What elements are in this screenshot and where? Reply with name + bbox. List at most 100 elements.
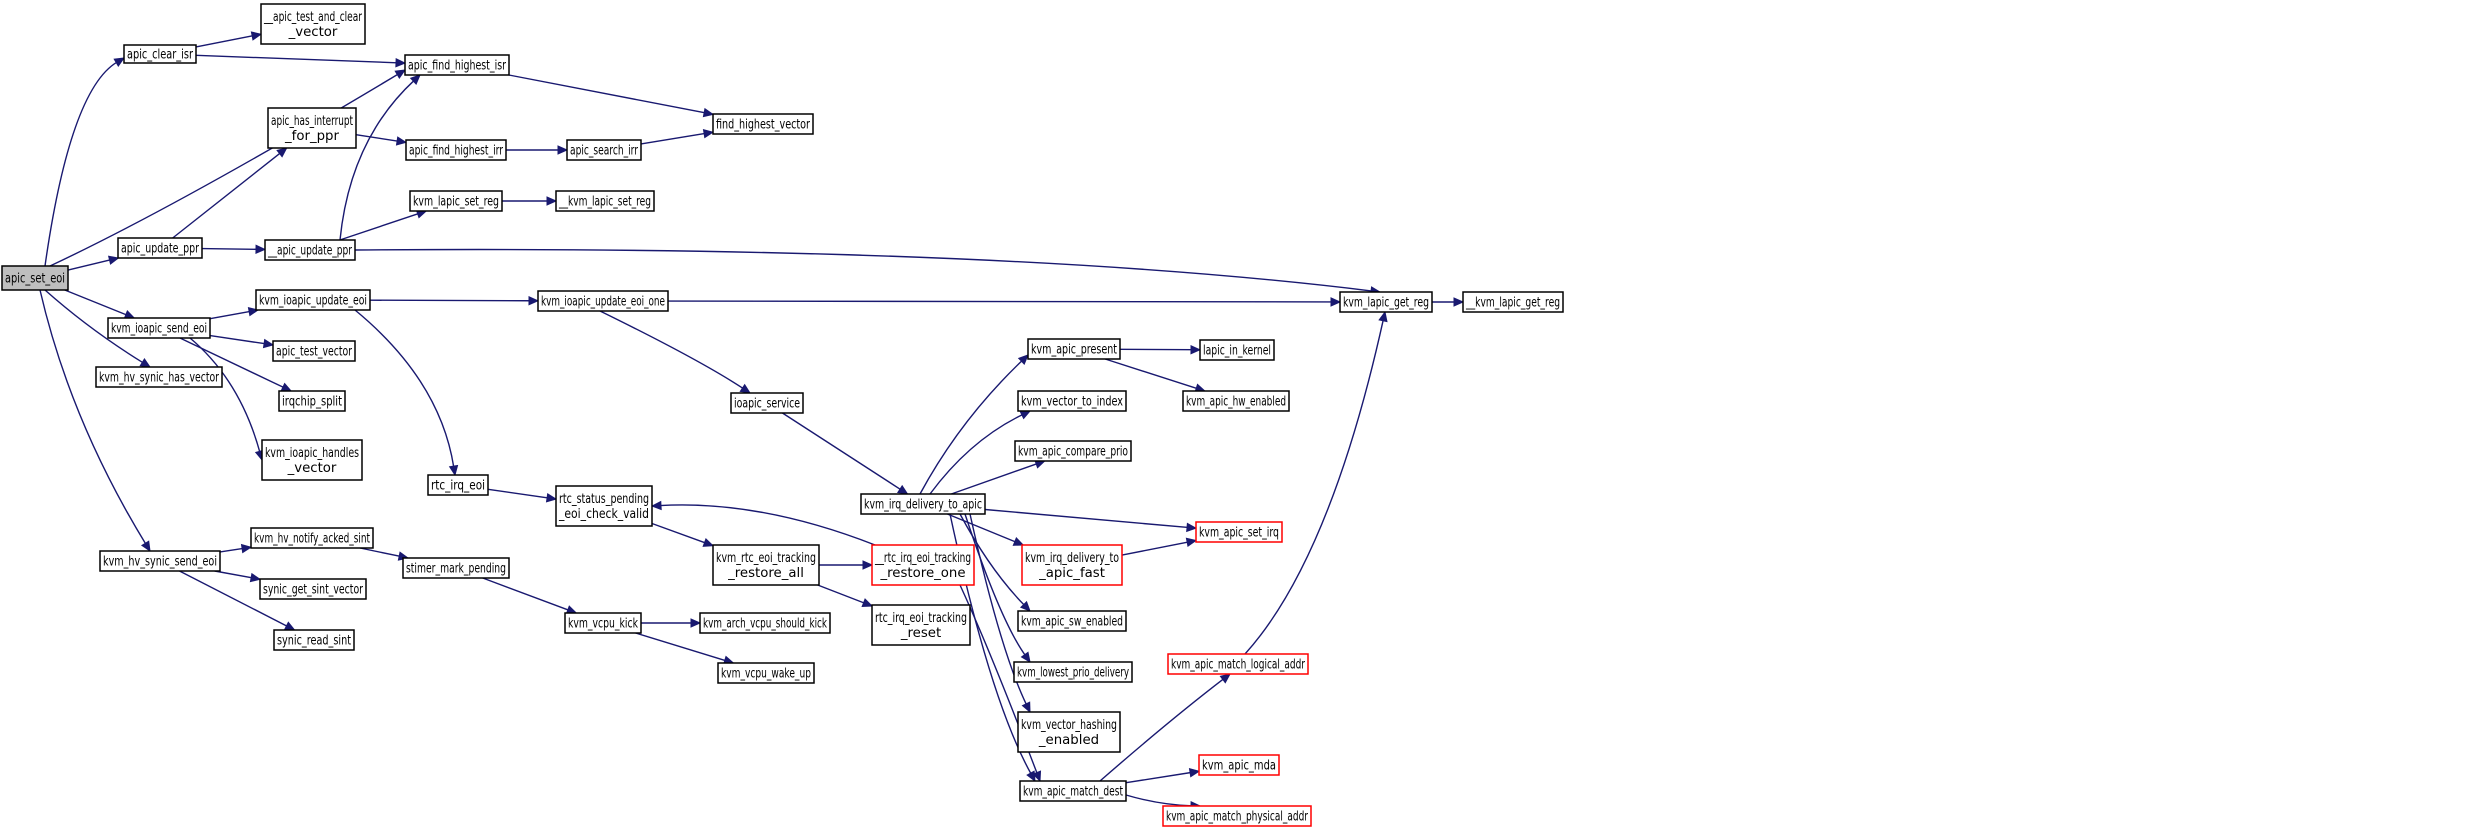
edge-kvm_irq_delivery_to_apic-to-kvm_apic_compare_prio <box>951 459 1046 495</box>
arrow-head-icon <box>1330 297 1342 307</box>
node-box <box>730 392 804 414</box>
edge-apic_set_eoi-to-apic_update_ppr <box>67 255 120 271</box>
node-apic-find-highest-irr[interactable]: apic_find_highest_irr <box>405 139 507 161</box>
node-apic-test-and-clear-vector[interactable]: __apic_test_and_clear_vector <box>260 3 366 45</box>
node-kvm-lapic-set-reg[interactable]: kvm_lapic_set_reg <box>409 190 503 212</box>
node-kvm-lapic-set-reg[interactable]: __kvm_lapic_set_reg <box>555 190 655 212</box>
arrow-head-icon <box>1017 354 1029 366</box>
arrow-head-icon <box>1188 768 1201 778</box>
arrow-head-icon <box>1021 701 1031 714</box>
node-label: irqchip_split <box>282 395 342 410</box>
node-kvm-ioapic-send-eoi[interactable]: kvm_ioapic_send_eoi <box>107 317 211 339</box>
node-kvm-ioapic-handles-vector[interactable]: kvm_ioapic_handles_vector <box>261 439 363 481</box>
node-ioapic-service[interactable]: ioapic_service <box>730 392 804 414</box>
node-rtc-irq-eoi-tracking-restore-one[interactable]: __rtc_irq_eoi_tracking_restore_one <box>871 544 975 586</box>
edge-__apic_update_ppr-to-kvm_lapic_set_reg <box>339 209 428 241</box>
node-lapic-in-kernel[interactable]: lapic_in_kernel <box>1199 339 1275 361</box>
node-apic-clear-isr[interactable]: apic_clear_isr <box>123 44 197 64</box>
edge-line <box>640 132 706 145</box>
node-rtc-status-pending-eoi-check-valid[interactable]: rtc_status_pending_eoi_check_valid <box>555 485 653 527</box>
arrow-head-icon <box>409 74 421 85</box>
edge-kvm_apic_present-to-kvm_apic_hw_enabled <box>1104 358 1207 393</box>
edge-kvm_irq_delivery_to_apic-to-kvm_vector_hashing_enabled <box>969 513 1031 714</box>
edge-line <box>179 337 285 389</box>
node-label: kvm_rtc_eoi_tracking <box>716 551 816 566</box>
node-find-highest-vector[interactable]: find_highest_vector <box>712 113 814 135</box>
node-label: kvm_irq_delivery_to <box>1025 551 1119 566</box>
edge-line <box>209 310 251 320</box>
node-kvm-apic-mda[interactable]: kvm_apic_mda <box>1198 754 1280 776</box>
node-kvm-apic-compare-prio[interactable]: kvm_apic_compare_prio <box>1014 440 1132 462</box>
edge-line <box>67 259 111 271</box>
arrow-head-icon <box>702 107 715 118</box>
node-kvm-lapic-get-reg[interactable]: __kvm_lapic_get_reg <box>1462 291 1564 313</box>
node-kvm-apic-set-irq[interactable]: kvm_apic_set_irq <box>1195 521 1283 543</box>
edge-line <box>355 134 399 142</box>
node-irqchip-split[interactable]: irqchip_split <box>278 390 346 412</box>
node-kvm-apic-present[interactable]: kvm_apic_present <box>1027 338 1121 360</box>
node-kvm-apic-match-dest[interactable]: kvm_apic_match_dest <box>1019 780 1127 802</box>
node-kvm-hv-notify-acked-sint[interactable]: kvm_hv_notify_acked_sint <box>250 527 374 549</box>
node-kvm-hv-synic-has-vector[interactable]: kvm_hv_synic_has_vector <box>95 366 223 388</box>
edge-kvm_vcpu_kick-to-kvm_vcpu_wake_up <box>635 632 735 665</box>
arrow-head-icon <box>107 255 120 265</box>
node-box <box>261 439 363 481</box>
node-label: kvm_hv_notify_acked_sint <box>254 532 370 547</box>
node-box <box>267 107 357 149</box>
node-apic-update-ppr[interactable]: apic_update_ppr <box>117 237 203 259</box>
node-kvm-irq-delivery-to-apic-fast[interactable]: kvm_irq_delivery_to_apic_fast <box>1021 544 1123 586</box>
call-edges <box>39 31 1465 811</box>
node-kvm-apic-hw-enabled[interactable]: kvm_apic_hw_enabled <box>1182 390 1290 412</box>
edge-line <box>487 488 549 499</box>
node-apic-set-eoi[interactable]: apic_set_eoi <box>1 265 69 291</box>
node-label: kvm_ioapic_update_eoi_one <box>541 295 665 310</box>
node-apic-has-interrupt-for-ppr[interactable]: apic_has_interrupt_for_ppr <box>267 107 357 149</box>
node-stimer-mark-pending[interactable]: stimer_mark_pending <box>402 557 510 579</box>
node-rtc-irq-eoi-tracking-reset[interactable]: rtc_irq_eoi_tracking_reset <box>871 604 971 646</box>
node-kvm-ioapic-update-eoi[interactable]: kvm_ioapic_update_eoi <box>255 289 371 311</box>
node-kvm-vcpu-wake-up[interactable]: kvm_vcpu_wake_up <box>717 662 815 684</box>
node-kvm-apic-sw-enabled[interactable]: kvm_apic_sw_enabled <box>1017 610 1127 632</box>
node-kvm-apic-match-physical-addr[interactable]: kvm_apic_match_physical_addr <box>1162 805 1312 827</box>
node-label: rtc_status_pending <box>559 492 649 507</box>
node-kvm-vcpu-kick[interactable]: kvm_vcpu_kick <box>564 612 642 634</box>
node-rtc-irq-eoi[interactable]: rtc_irq_eoi <box>427 474 489 496</box>
edge-line <box>599 310 744 390</box>
node-label: kvm_vcpu_kick <box>568 617 638 632</box>
edge-apic_set_eoi-to-kvm_hv_synic_send_eoi <box>39 289 151 553</box>
node-kvm-vector-to-index[interactable]: kvm_vector_to_index <box>1017 390 1127 412</box>
node-apic-find-highest-isr[interactable]: apic_find_highest_isr <box>404 54 510 76</box>
node-kvm-irq-delivery-to-apic[interactable]: kvm_irq_delivery_to_apic <box>860 493 986 515</box>
edge-line <box>44 289 144 364</box>
node-synic-get-sint-vector[interactable]: synic_get_sint_vector <box>259 578 367 600</box>
edge-line <box>44 61 118 267</box>
edge-kvm_irq_delivery_to_apic-to-kvm_apic_set_irq <box>984 508 1198 533</box>
node-apic-update-ppr[interactable]: __apic_update_ppr <box>264 239 356 261</box>
node-kvm-rtc-eoi-tracking-restore-all[interactable]: kvm_rtc_eoi_tracking_restore_all <box>712 544 820 586</box>
node-box <box>712 544 820 586</box>
node-apic-test-vector[interactable]: apic_test_vector <box>272 340 356 362</box>
node-box <box>1027 338 1121 360</box>
node-kvm-vector-hashing-enabled[interactable]: kvm_vector_hashing_enabled <box>1017 711 1121 753</box>
node-kvm-hv-synic-send-eoi[interactable]: kvm_hv_synic_send_eoi <box>99 550 221 572</box>
node-kvm-arch-vcpu-should-kick[interactable]: kvm_arch_vcpu_should_kick <box>699 612 831 634</box>
edge-apic_has_interrupt_for_ppr-to-apic_find_highest_irr <box>355 134 408 146</box>
edge-line <box>635 632 726 662</box>
node-box <box>871 544 975 586</box>
node-label: kvm_vector_to_index <box>1021 395 1123 410</box>
node-kvm-ioapic-update-eoi-one[interactable]: kvm_ioapic_update_eoi_one <box>537 290 669 312</box>
node-apic-search-irr[interactable]: apic_search_irr <box>566 139 642 161</box>
node-kvm-apic-match-logical-addr[interactable]: kvm_apic_match_logical_addr <box>1167 653 1309 675</box>
arrow-head-icon <box>250 31 263 41</box>
node-box <box>95 366 223 388</box>
node-label: apic_clear_isr <box>127 48 193 63</box>
node-label: kvm_vcpu_wake_up <box>721 667 811 682</box>
node-kvm-lapic-get-reg[interactable]: kvm_lapic_get_reg <box>1339 291 1433 313</box>
edge-__rtc_irq_eoi_tracking_restore_one-to-rtc_status_pending_eoi_check_valid <box>650 500 876 546</box>
node-label: kvm_apic_match_logical_addr <box>1171 658 1305 673</box>
node-synic-read-sint[interactable]: synic_read_sint <box>273 629 355 651</box>
node-kvm-lowest-prio-delivery[interactable]: kvm_lowest_prio_delivery <box>1013 661 1133 683</box>
arrow-head-icon <box>861 598 874 608</box>
node-box <box>1195 521 1283 543</box>
edge-line <box>195 54 398 64</box>
